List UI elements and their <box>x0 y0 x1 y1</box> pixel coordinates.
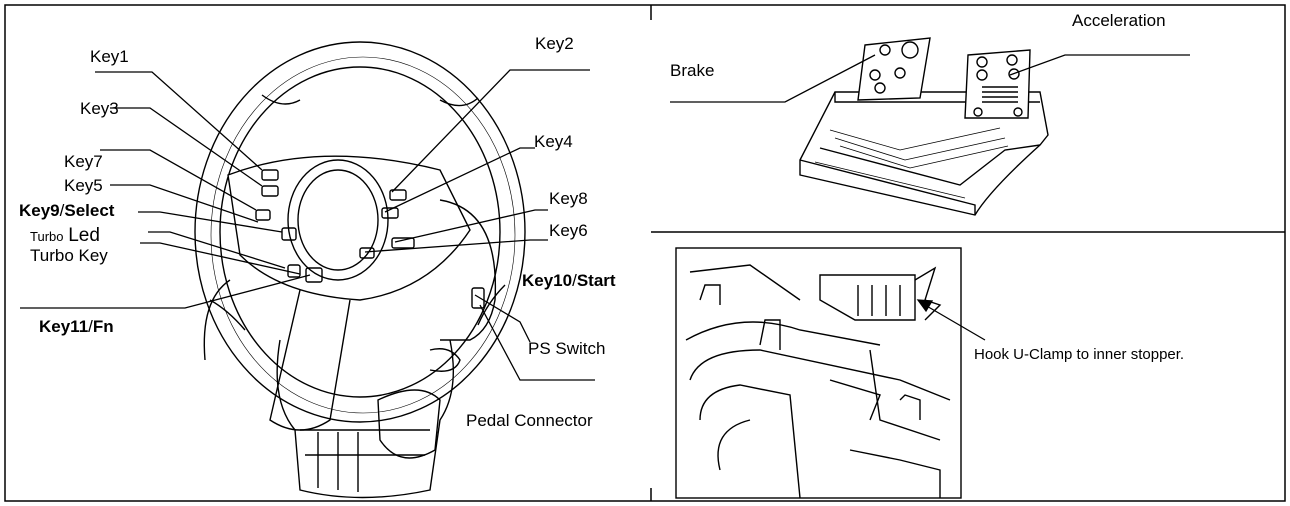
label-key10-sep: / <box>572 271 577 290</box>
label-acceleration: Acceleration <box>1072 11 1166 30</box>
label-key11-fn-word: Fn <box>92 317 114 336</box>
label-key4: Key4 <box>534 132 573 151</box>
label-key1: Key1 <box>90 47 129 66</box>
label-key2: Key2 <box>535 34 574 53</box>
label-key6: Key6 <box>549 221 588 240</box>
label-key9-select-word: Select <box>64 201 115 220</box>
label-key10-start: Key10/Start <box>522 272 616 289</box>
label-ps-switch: PS Switch <box>528 339 606 358</box>
label-brake: Brake <box>670 61 715 80</box>
label-key5: Key5 <box>64 176 103 195</box>
label-key11-sep: / <box>88 317 93 336</box>
label-turbo-led-small: Turbo <box>30 229 64 244</box>
label-key7: Key7 <box>64 152 103 171</box>
label-key11-fn: Key11/Fn <box>39 318 114 335</box>
pedals-illustration <box>799 37 1049 216</box>
panel-frame <box>4 4 1286 502</box>
label-pedal-connector: Pedal Connector <box>466 411 593 430</box>
label-key9-select: Key9/Select <box>19 202 114 219</box>
label-hook-note: Hook U-Clamp to inner stopper. <box>974 346 1185 363</box>
label-key10-bold: Key10 <box>522 271 573 290</box>
label-turbo-key: Turbo Key <box>30 246 108 265</box>
clamp-leader-line <box>916 299 986 341</box>
u-clamp-illustration <box>675 247 962 499</box>
wheel-leader-lines <box>20 69 595 381</box>
label-key9-sep: / <box>59 201 65 220</box>
label-key11-bold: Key11 <box>39 317 89 336</box>
steering-wheel-illustration <box>194 41 526 499</box>
label-key3: Key3 <box>80 99 119 118</box>
label-key10-start-word: Start <box>576 271 616 290</box>
label-turbo-led-big: Led <box>68 225 100 246</box>
label-key8: Key8 <box>549 189 588 208</box>
label-turbo-led: Turbo Led <box>30 226 100 245</box>
pedal-leader-lines <box>670 54 1190 103</box>
label-key9-bold: Key9 <box>19 201 60 220</box>
